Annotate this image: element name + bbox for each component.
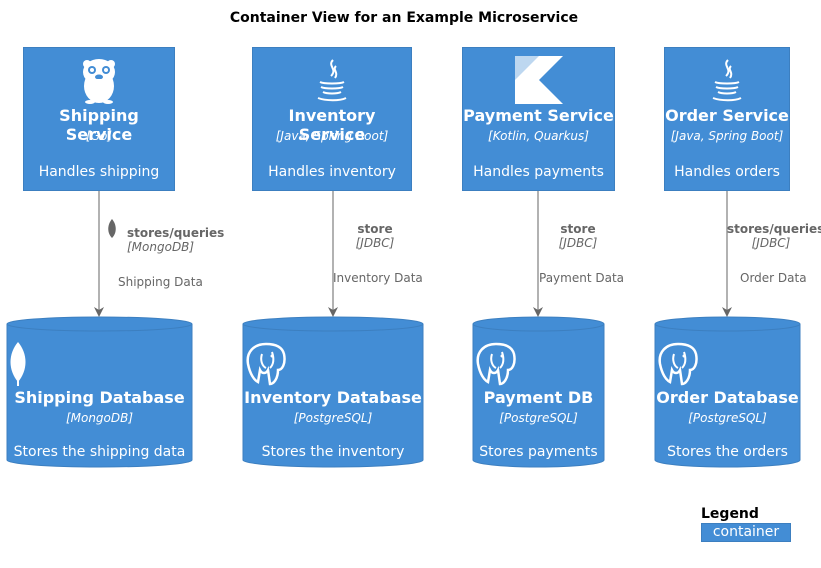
container-payment-service[interactable]: Payment Service [Kotlin, Quarkus] Handle… bbox=[462, 47, 615, 191]
container-description: Handles payments bbox=[473, 164, 604, 180]
relation-name: store bbox=[357, 222, 393, 236]
database-payment[interactable]: Payment DB [PostgreSQL] Stores payments bbox=[472, 316, 605, 468]
relation-data-order: Order Data bbox=[740, 271, 807, 285]
container-tech: [Java, Spring Boot] bbox=[275, 129, 389, 143]
java-icon bbox=[665, 56, 789, 104]
postgresql-elephant-icon bbox=[472, 340, 605, 388]
relation-data-shipping: Shipping Data bbox=[118, 275, 203, 289]
mongodb-leaf-icon bbox=[108, 219, 116, 238]
java-icon bbox=[253, 56, 411, 104]
postgresql-elephant-icon bbox=[242, 340, 424, 388]
container-tech: [Java, Spring Boot] bbox=[670, 129, 784, 143]
relation-data-inventory: Inventory Data bbox=[333, 271, 423, 285]
database-order[interactable]: Order Database [PostgreSQL] Stores the o… bbox=[654, 316, 801, 468]
database-tech: [PostgreSQL] bbox=[688, 411, 767, 425]
mongodb-leaf-icon bbox=[6, 340, 193, 388]
kotlin-icon bbox=[463, 56, 614, 104]
relation-name: stores/queries bbox=[127, 226, 225, 240]
relation-name: store bbox=[560, 222, 596, 236]
database-description: Stores payments bbox=[479, 444, 598, 460]
database-name: Inventory Database bbox=[244, 388, 422, 407]
container-shipping-service[interactable]: Shipping Service [Go] Handles shipping bbox=[23, 47, 175, 191]
relation-tech: [MongoDB] bbox=[127, 240, 195, 254]
container-name: Order Service bbox=[665, 106, 789, 125]
postgresql-elephant-icon bbox=[654, 340, 801, 388]
legend-title: Legend bbox=[701, 506, 759, 522]
container-description: Handles inventory bbox=[268, 164, 396, 180]
container-description: Handles shipping bbox=[38, 164, 160, 180]
database-description: Stores the inventory bbox=[261, 444, 405, 460]
relation-tech: [JDBC] bbox=[751, 236, 791, 250]
relation-name: stores/queries bbox=[727, 222, 821, 236]
relation-label-order: stores/queries [JDBC] bbox=[727, 222, 821, 250]
container-name: Shipping Service bbox=[59, 106, 139, 144]
database-name: Order Database bbox=[656, 388, 799, 407]
container-tech: [Go] bbox=[85, 129, 112, 143]
relation-tech: [JDBC] bbox=[558, 236, 598, 250]
relation-label-payment: store [JDBC] bbox=[538, 222, 618, 250]
relation-label-inventory: store [JDBC] bbox=[333, 222, 417, 250]
legend-item-container: container bbox=[701, 523, 791, 542]
database-tech: [PostgreSQL] bbox=[499, 411, 578, 425]
go-gopher-icon bbox=[24, 56, 174, 104]
database-description: Stores the orders bbox=[667, 444, 788, 460]
container-name: Inventory Service bbox=[288, 106, 376, 144]
database-shipping[interactable]: Shipping Database [MongoDB] Stores the s… bbox=[6, 316, 193, 468]
database-name: Shipping Database bbox=[14, 388, 185, 407]
container-name: Payment Service bbox=[463, 106, 614, 125]
relation-data-payment: Payment Data bbox=[539, 271, 625, 285]
container-order-service[interactable]: Order Service [Java, Spring Boot] Handle… bbox=[664, 47, 790, 191]
database-description: Stores the shipping data bbox=[13, 444, 186, 460]
database-name: Payment DB bbox=[483, 388, 594, 407]
database-tech: [MongoDB] bbox=[65, 411, 134, 425]
database-tech: [PostgreSQL] bbox=[293, 411, 373, 425]
database-inventory[interactable]: Inventory Database [PostgreSQL] Stores t… bbox=[242, 316, 424, 468]
container-inventory-service[interactable]: Inventory Service [Java, Spring Boot] Ha… bbox=[252, 47, 412, 191]
diagram-title: Container View for an Example Microservi… bbox=[229, 10, 579, 26]
relation-tech: [JDBC] bbox=[355, 236, 395, 250]
container-tech: [Kotlin, Quarkus] bbox=[488, 129, 589, 143]
container-description: Handles orders bbox=[674, 164, 780, 180]
relation-label-shipping: stores/queries [MongoDB] bbox=[127, 226, 224, 254]
